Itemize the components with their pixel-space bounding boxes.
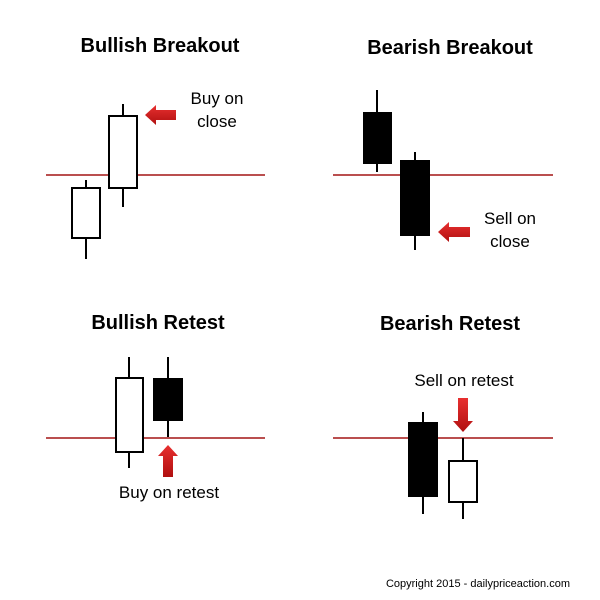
candle-bearish — [363, 90, 392, 172]
candle-bullish — [115, 357, 144, 468]
panel-title: Bullish Breakout — [81, 35, 240, 57]
candle-bearish-retest — [153, 357, 183, 437]
annotation-line-1: Sell on — [484, 209, 536, 228]
arrow-left-icon — [145, 105, 176, 125]
candle-bullish-retest — [448, 438, 478, 519]
arrow-left-icon — [438, 222, 470, 242]
annotation-line-2: close — [197, 112, 237, 131]
annotation-line-1: Buy on — [191, 89, 244, 108]
panel-bearish-breakout: Bearish Breakout Sell on close — [333, 37, 553, 251]
panel-bullish-breakout: Bullish Breakout Buy on close — [46, 35, 265, 259]
panel-bearish-retest: Bearish Retest Sell on retest — [333, 313, 553, 519]
arrow-up-icon — [158, 445, 178, 477]
panel-bullish-retest: Bullish Retest Buy on retest — [46, 312, 265, 502]
candle-bullish-breakout — [108, 104, 138, 207]
annotation-label: Sell on retest — [414, 371, 513, 390]
copyright-text: Copyright 2015 - dailypriceaction.com — [386, 578, 570, 590]
arrow-down-icon — [453, 398, 473, 432]
candle-bearish-breakout — [400, 152, 430, 250]
annotation-label: Buy on retest — [119, 483, 219, 502]
candle-bearish — [408, 412, 438, 514]
panel-title: Bullish Retest — [91, 312, 225, 334]
panel-title: Bearish Retest — [380, 313, 520, 335]
annotation-line-2: close — [490, 232, 530, 251]
candle-bullish — [71, 180, 101, 259]
panel-title: Bearish Breakout — [367, 37, 533, 59]
